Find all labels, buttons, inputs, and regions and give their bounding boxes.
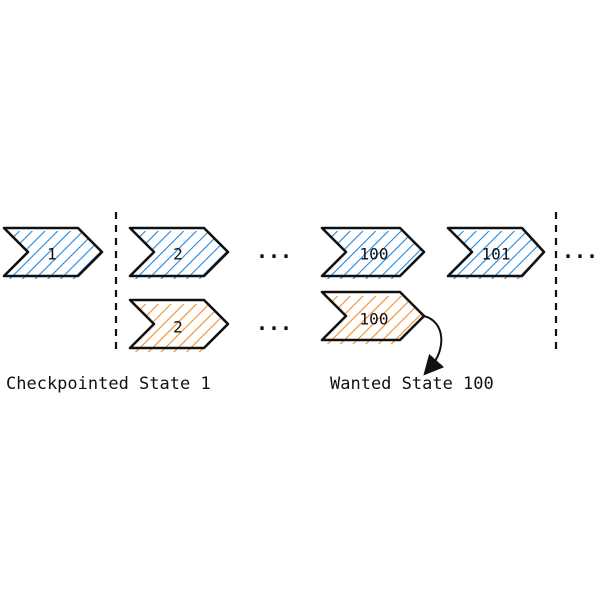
ellipsis-top-right: ... — [562, 239, 598, 263]
state-chevron-2: 2 — [128, 226, 230, 279]
state-chevron-101: 101 — [446, 226, 546, 279]
curved-arrow-icon — [423, 315, 445, 376]
state-label: 2 — [173, 245, 183, 264]
state-label: 100 — [360, 245, 389, 264]
caption-wanted: Wanted State 100 — [330, 374, 494, 394]
state-chevron-2-replay: 2 — [128, 298, 230, 352]
ellipsis-top-middle: ... — [256, 239, 292, 263]
state-label: 101 — [482, 245, 511, 264]
caption-checkpointed: Checkpointed State 1 — [6, 374, 211, 394]
state-chevron-100: 100 — [320, 226, 426, 279]
ellipsis-bottom-middle: ... — [256, 311, 292, 335]
state-label: 2 — [173, 318, 183, 337]
state-label: 1 — [47, 245, 57, 264]
state-chevron-100-replay: 100 — [320, 290, 426, 344]
state-chevron-1: 1 — [2, 226, 104, 279]
state-label: 100 — [360, 310, 389, 329]
